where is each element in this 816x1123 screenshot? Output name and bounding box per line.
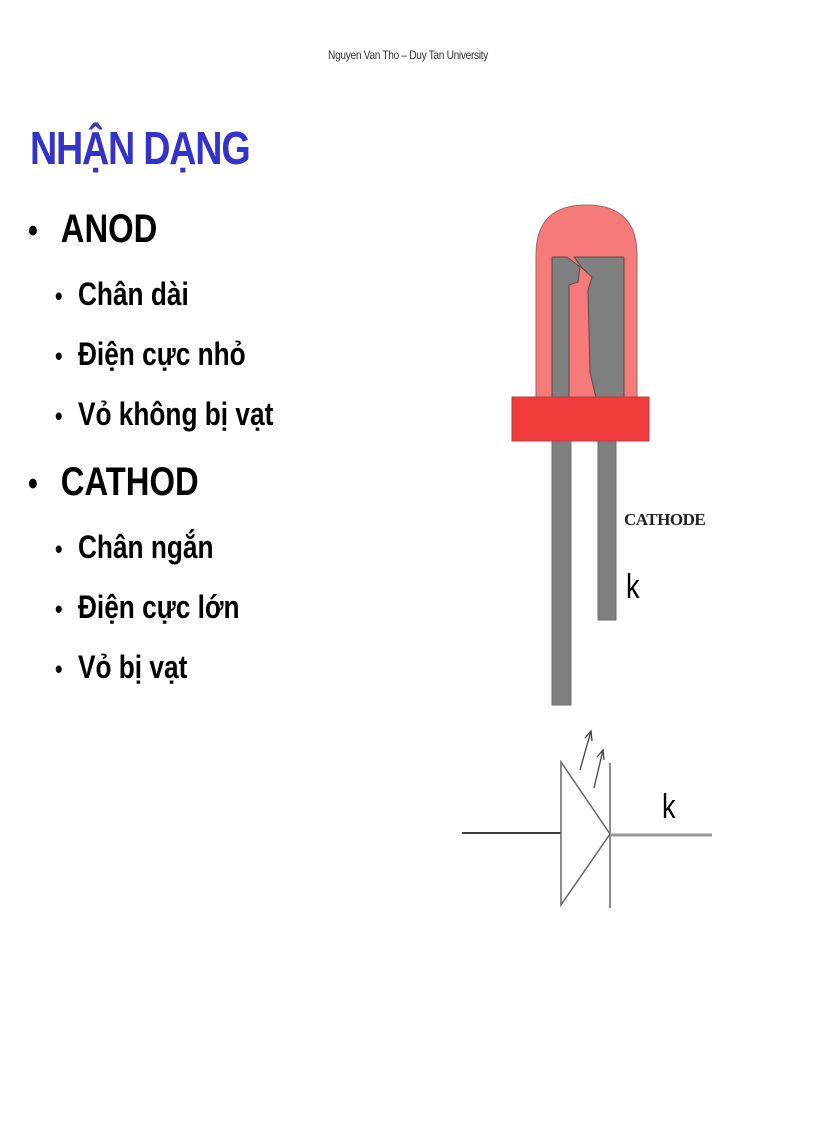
bullet-icon: • [55, 654, 63, 684]
light-emission-arrows-icon [579, 729, 605, 789]
list-item: •Chân dài [55, 274, 189, 316]
bullet-icon: • [55, 341, 63, 371]
section-label: CATHOD [60, 460, 199, 504]
diode-triangle [560, 759, 611, 908]
bullet-icon: • [55, 594, 63, 624]
list-item: •Vỏ không bị vạt [55, 394, 273, 436]
bullet-icon: • [28, 212, 38, 250]
bullet-icon: • [28, 465, 38, 503]
bullet-icon: • [55, 401, 63, 431]
list-item: •Chân ngắn [55, 527, 214, 569]
anode-leg [551, 439, 572, 706]
section-anod: • ANOD [28, 205, 157, 255]
list-item: •Vỏ bị vạt [55, 647, 187, 689]
led-k-label: k [626, 568, 640, 606]
led-base [511, 396, 650, 442]
symbol-k-label: k [662, 788, 676, 826]
list-item: •Điện cực nhỏ [55, 334, 246, 376]
cathode-leg [597, 439, 617, 621]
bullet-icon: • [55, 534, 63, 564]
list-item: •Điện cực lớn [55, 587, 240, 629]
page-header: Nguyen Van Tho – Duy Tan University [328, 48, 488, 62]
anode-electrode [551, 256, 581, 399]
bullet-icon: • [55, 281, 63, 311]
section-label: ANOD [60, 207, 158, 251]
cathode-caption: CATHODE [624, 510, 706, 529]
page-title: NHẬN DẠNG [30, 122, 251, 174]
cathode-electrode [573, 256, 625, 399]
section-cathod: • CATHOD [28, 458, 199, 508]
led-dome [535, 204, 638, 399]
